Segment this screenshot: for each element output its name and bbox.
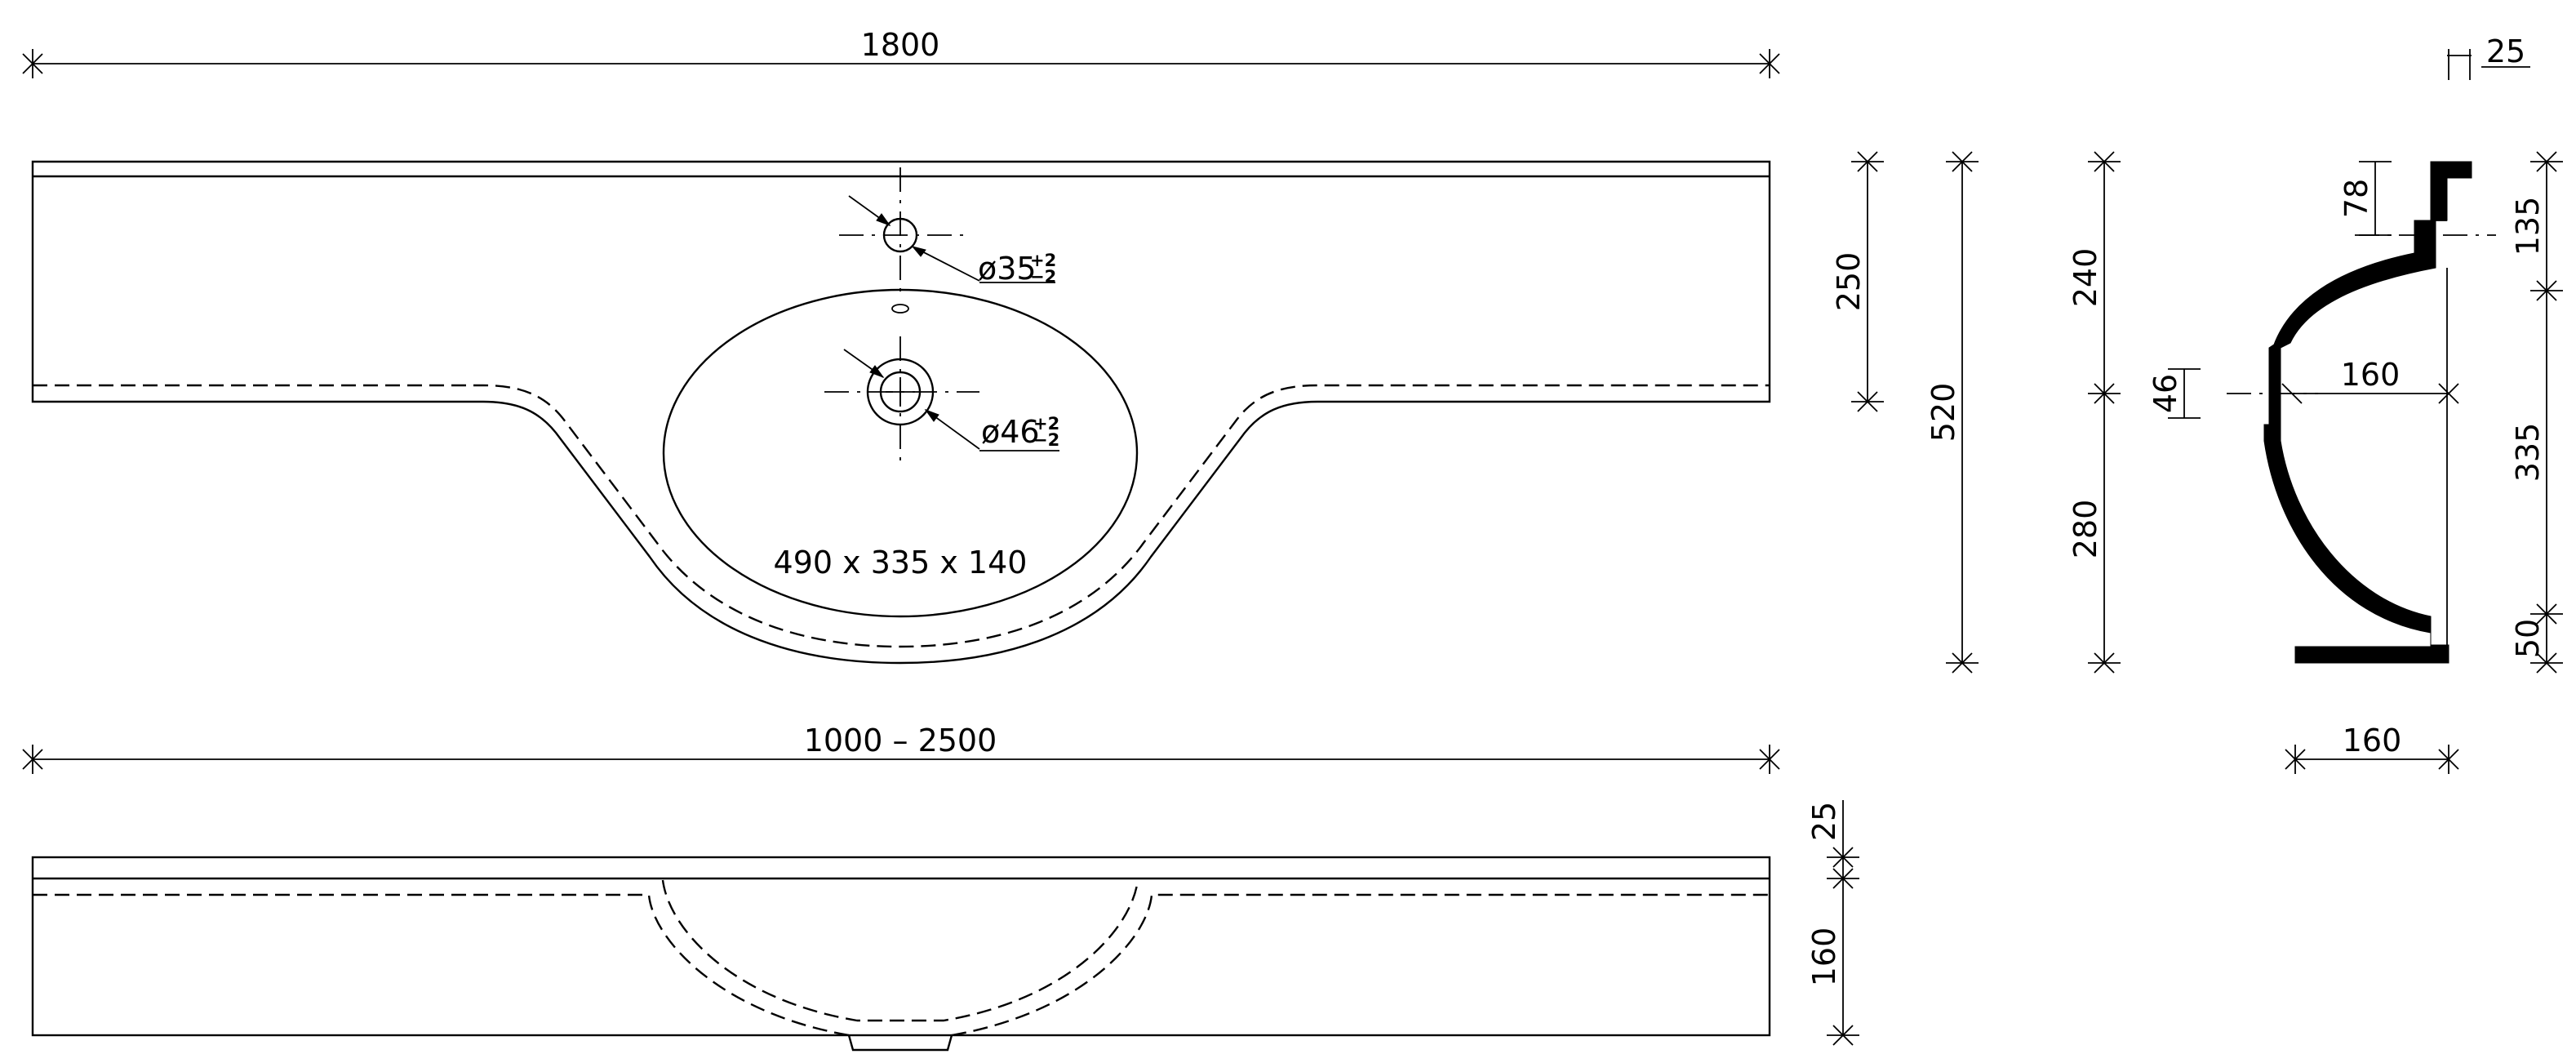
front-view bbox=[31, 856, 1771, 1052]
drain-hole-label: ø46 bbox=[981, 414, 1040, 450]
dimension-depth-520: 520 bbox=[1925, 151, 1979, 674]
dim-front-25: 25 bbox=[1806, 802, 1842, 841]
front-view-hidden-edge bbox=[33, 893, 1770, 1037]
dim-side-160-bottom: 160 bbox=[2343, 723, 2402, 758]
dim-top-width: 1800 bbox=[861, 27, 940, 63]
front-view-outline bbox=[31, 856, 1771, 1037]
dim-front-160: 160 bbox=[1806, 927, 1842, 987]
top-view-outline bbox=[31, 160, 1771, 665]
dim-side-78: 78 bbox=[2338, 179, 2374, 218]
dim-side-335: 335 bbox=[2510, 423, 2546, 483]
dim-depth-250: 250 bbox=[1831, 252, 1867, 312]
top-view-hidden-edge bbox=[33, 384, 1770, 648]
basin-size-label: 490 x 335 x 140 bbox=[774, 545, 1028, 580]
dim-side-160-inner: 160 bbox=[2341, 357, 2401, 393]
side-section-profile bbox=[2263, 161, 2472, 664]
dim-side-25-top: 25 bbox=[2486, 33, 2525, 69]
drain-hole-tol-plus: +2 bbox=[1033, 414, 1059, 434]
tap-hole-tol-plus: +2 bbox=[1030, 251, 1056, 270]
dim-side-50: 50 bbox=[2510, 619, 2546, 658]
dim-depth-240: 240 bbox=[2067, 248, 2103, 308]
dim-range-width: 1000 – 2500 bbox=[804, 723, 997, 758]
dim-side-135: 135 bbox=[2510, 197, 2546, 256]
top-view: 490 x 335 x 140 ø35 +2 −2 ø46 +2 −2 bbox=[31, 160, 1771, 665]
dim-depth-520: 520 bbox=[1925, 383, 1961, 443]
dimension-range-width: 1000 – 2500 bbox=[22, 723, 1780, 774]
dim-depth-280: 280 bbox=[2067, 500, 2103, 559]
dimension-depth-250: 250 bbox=[1831, 151, 1884, 412]
tap-hole-tol-minus: −2 bbox=[1030, 267, 1056, 287]
dimension-front-25-160: 25 160 bbox=[1806, 800, 1859, 1046]
tap-hole-label: ø35 bbox=[978, 251, 1037, 287]
drain-hole-tol-minus: −2 bbox=[1033, 430, 1059, 450]
side-section: 25 78 46 160 135 335 50 160 bbox=[2147, 33, 2563, 774]
overflow-slot bbox=[891, 304, 909, 314]
dim-side-46: 46 bbox=[2147, 374, 2183, 413]
dimension-depth-240-280: 240 280 bbox=[2067, 151, 2121, 674]
dimension-top-width: 1800 bbox=[22, 27, 1780, 78]
front-view-drain bbox=[847, 1034, 953, 1052]
